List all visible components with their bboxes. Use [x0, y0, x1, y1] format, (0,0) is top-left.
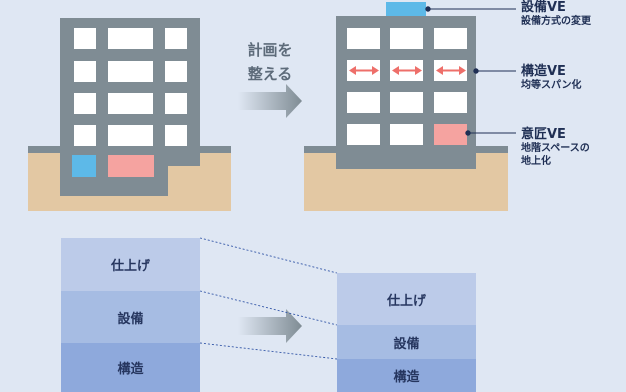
building-after — [304, 2, 508, 211]
leader-lines — [425, 6, 516, 136]
stack-before-structure: 構造 — [61, 343, 200, 392]
equipment-room-basement — [72, 155, 96, 177]
annotation-desc: 設備方式の変更 — [521, 16, 591, 27]
connector-lines — [199, 237, 338, 360]
stack-after-structure: 構造 — [337, 359, 476, 392]
annotation-title: 設備VE — [521, 0, 566, 15]
annotation-title: 意匠VE — [521, 127, 566, 142]
annotation-title: 構造VE — [521, 64, 566, 79]
annotation-equipment-ve: 設備VE 設備方式の変更 — [521, 0, 591, 28]
stack-before-equipment: 設備 — [61, 291, 200, 343]
arrow-caption-line-1: 計画を — [247, 41, 293, 59]
windows-left — [74, 28, 187, 146]
annotation-structure-ve: 構造VE 均等スパン化 — [521, 64, 582, 92]
transform-arrow-top — [238, 84, 302, 118]
annotation-desc: 均等スパン化 — [521, 80, 582, 91]
rooftop-equipment — [386, 2, 426, 16]
ground-notch — [168, 166, 200, 196]
annotation-desc-line-1: 地階スペースの — [521, 143, 590, 154]
annotation-desc-line-2: 地上化 — [521, 156, 551, 167]
relocated-room — [434, 124, 467, 145]
annotation-design-ve: 意匠VE 地階スペースの 地上化 — [521, 127, 590, 168]
arrow-caption-line-2: 整える — [247, 65, 293, 83]
stack-before-finish: 仕上げ — [61, 238, 200, 291]
stack-after-finish: 仕上げ — [337, 273, 476, 325]
building-before — [28, 18, 231, 211]
arrow-caption: 計画を 整える — [240, 38, 300, 86]
span-arrowheads — [349, 66, 466, 75]
transform-arrow-bottom — [238, 309, 302, 343]
stack-after-equipment: 設備 — [337, 325, 476, 359]
basement-room — [108, 155, 154, 177]
windows-right — [347, 28, 467, 145]
